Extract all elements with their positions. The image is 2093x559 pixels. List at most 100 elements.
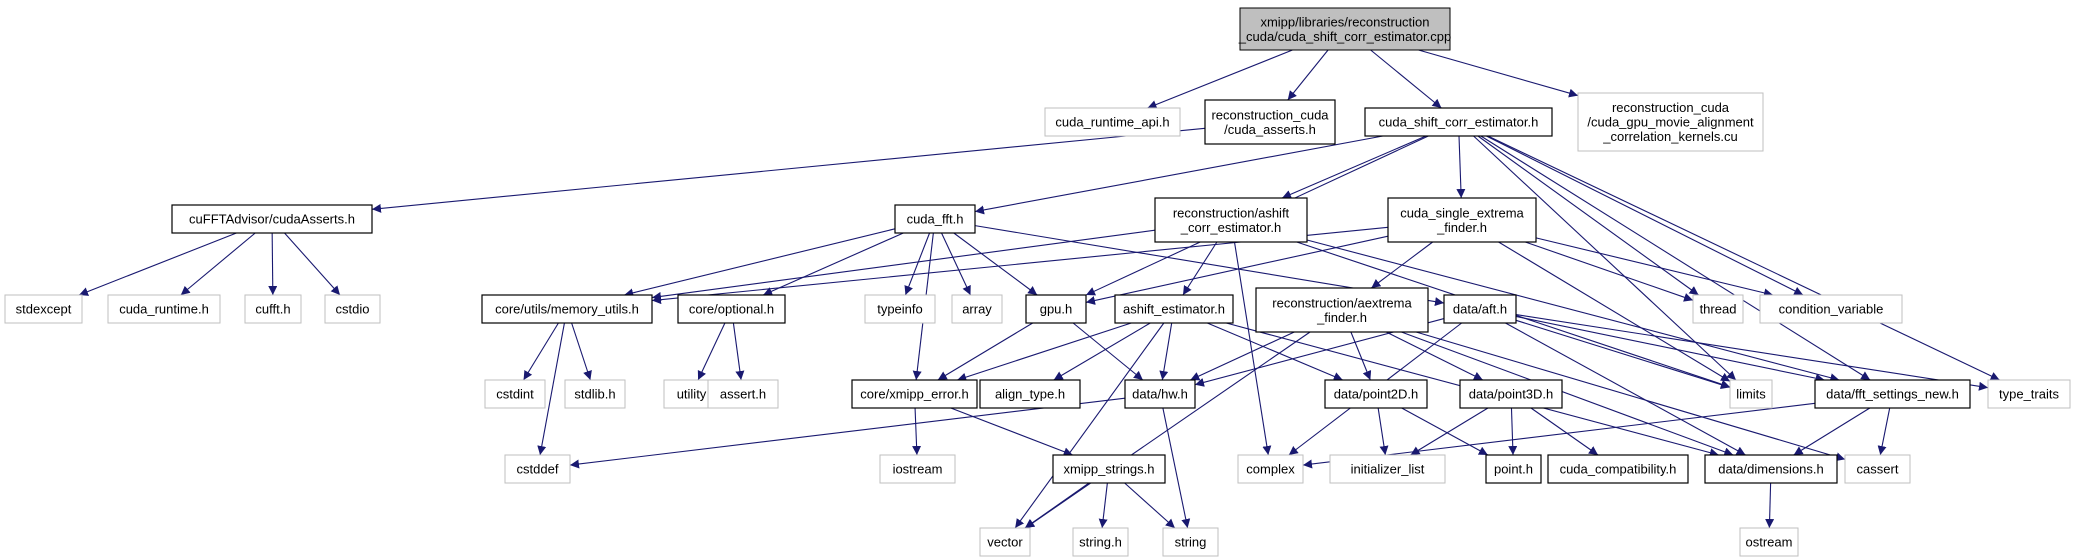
node-label-line: _corr_estimator.h [1180, 220, 1281, 235]
node-label-line: cuda_runtime.h [119, 302, 209, 317]
node-single-extrema[interactable]: cuda_single_extrema_finder.h [1387, 197, 1537, 243]
node-box [1577, 92, 1764, 152]
node-stringh: string.h [1072, 527, 1129, 557]
node-cstdint: cstdint [484, 379, 546, 409]
edge-ashift_est-to-align_type [1053, 322, 1151, 381]
edge-root-to-recon_cuda_asserts [1287, 49, 1329, 101]
node-label-line: reconstruction_cuda [1612, 100, 1730, 115]
node-complex: complex [1237, 454, 1304, 484]
edge-xmipp_strings-to-stringh [1098, 482, 1108, 529]
node-box [107, 294, 221, 324]
node-box [951, 294, 1003, 324]
edge-aextrema-to-dimensions [1401, 331, 1734, 457]
node-hw[interactable]: data/hw.h [1124, 379, 1196, 409]
node-label-line: string [1175, 535, 1207, 550]
node-limits: limits [1729, 379, 1773, 409]
edge-xmipp_strings-to-vector [1024, 482, 1090, 529]
edge-dimensions-to-ostream [1765, 482, 1775, 529]
node-gpu[interactable]: gpu.h [1025, 294, 1087, 324]
node-box [879, 454, 956, 484]
node-pointh[interactable]: point.h [1485, 454, 1542, 484]
node-box [4, 294, 83, 324]
node-label-line: limits [1736, 387, 1766, 402]
node-box [1759, 294, 1903, 324]
node-box [1547, 454, 1689, 484]
edge-single_extrema-to-gpu [1085, 235, 1389, 305]
edge-cuda_fft-to-optional [762, 232, 904, 296]
edge-shift_corr-to-single_extrema [1456, 135, 1466, 199]
node-xmipp-strings[interactable]: xmipp_strings.h [1052, 454, 1166, 484]
node-box [1739, 527, 1799, 557]
edge-point3d-to-cuda_compat [1530, 407, 1599, 456]
node-box [1485, 454, 1542, 484]
node-ashift-corr[interactable]: reconstruction/ashift_corr_estimator.h [1154, 197, 1308, 243]
edge-memory_utils-to-stdlib [571, 322, 592, 381]
node-point3d[interactable]: data/point3D.h [1459, 379, 1563, 409]
edge-ashift_est-to-vector [1014, 322, 1165, 529]
node-box [1025, 294, 1087, 324]
node-label-line: reconstruction/ashift [1173, 205, 1290, 220]
node-label-line: ashift_estimator.h [1123, 302, 1225, 317]
node-dimensions[interactable]: data/dimensions.h [1704, 454, 1838, 484]
node-label-line: vector [987, 535, 1023, 550]
edge-shift_corr-to-cuda_fft [974, 135, 1384, 215]
node-memory-utils[interactable]: core/utils/memory_utils.h [481, 294, 653, 324]
node-box [1204, 99, 1336, 145]
node-box [324, 294, 381, 324]
node-box [1324, 379, 1428, 409]
node-cassert: cassert [1844, 454, 1911, 484]
edge-shift_corr-to-ashift_corr [1281, 135, 1427, 199]
edge-aft-to-dimensions [1505, 322, 1746, 456]
node-aft[interactable]: data/aft.h [1443, 294, 1517, 324]
node-aextrema[interactable]: reconstruction/aextrema_finder.h [1255, 287, 1429, 333]
node-cuda-runtime-api: cuda_runtime_api.h [1044, 107, 1181, 137]
node-box [1124, 379, 1196, 409]
edge-point2d-to-initializer_list [1377, 407, 1389, 456]
node-shift-corr[interactable]: cuda_shift_corr_estimator.h [1364, 107, 1553, 137]
node-box [1364, 107, 1553, 137]
node-ashift-est[interactable]: ashift_estimator.h [1114, 294, 1234, 324]
node-box [1162, 527, 1219, 557]
edge-fft_settings-to-cassert [1877, 407, 1891, 456]
node-stdexcept: stdexcept [4, 294, 83, 324]
node-label-line: data/hw.h [1132, 387, 1188, 402]
node-point2d[interactable]: data/point2D.h [1324, 379, 1428, 409]
node-label-line: array [962, 302, 992, 317]
node-fft-settings[interactable]: data/fft_settings_new.h [1814, 379, 1971, 409]
node-label-line: cuda_single_extrema [1400, 205, 1524, 220]
node-cufft-asserts[interactable]: cuFFTAdvisor/cudaAsserts.h [171, 204, 373, 234]
node-cstdio: cstdio [324, 294, 381, 324]
node-label-line: complex [1246, 462, 1295, 477]
node-align-type[interactable]: align_type.h [979, 379, 1081, 409]
node-label-line: cufft.h [255, 302, 290, 317]
nodes-layer: xmipp/libraries/reconstruction_cuda/cuda… [4, 7, 2071, 557]
edge-gpu-to-hw [1072, 322, 1144, 381]
node-cuda-fft[interactable]: cuda_fft.h [894, 204, 976, 234]
node-label-line: cstddef [517, 462, 559, 477]
node-label-line: type_traits [1999, 387, 2059, 402]
edge-aextrema-to-hw [1190, 331, 1295, 381]
edge-shift_corr-to-fft_settings [1480, 135, 1871, 381]
node-label-line: xmipp/libraries/reconstruction [1260, 14, 1429, 29]
node-box [979, 527, 1031, 557]
node-label-line: utility [677, 387, 707, 402]
node-optional[interactable]: core/optional.h [677, 294, 786, 324]
node-cuda-compat[interactable]: cuda_compatibility.h [1547, 454, 1689, 484]
node-label-line: reconstruction_cuda [1211, 107, 1329, 122]
node-box [1044, 107, 1181, 137]
node-box [707, 379, 779, 409]
node-label-line: thread [1700, 302, 1737, 317]
edge-shift_corr-to-type_traits [1487, 135, 2000, 381]
node-typeinfo: typeinfo [864, 294, 936, 324]
edge-xmipp_strings-to-string [1124, 482, 1176, 529]
node-xmipp-error[interactable]: core/xmipp_error.h [851, 379, 978, 409]
node-label-line: cuda_shift_corr_estimator.h [1379, 115, 1539, 130]
edge-cuda_fft-to-memory_utils [624, 228, 896, 298]
edge-aft-to-fft_settings [1515, 315, 1825, 383]
node-box [1729, 379, 1773, 409]
node-recon-cuda-asserts[interactable]: reconstruction_cuda/cuda_asserts.h [1204, 99, 1336, 145]
node-label-line: string.h [1079, 535, 1122, 550]
node-label-line: assert.h [720, 387, 766, 402]
node-label-line: cuFFTAdvisor/cudaAsserts.h [189, 212, 355, 227]
node-label-line: _cuda/cuda_shift_corr_estimator.cpp [1238, 29, 1451, 44]
